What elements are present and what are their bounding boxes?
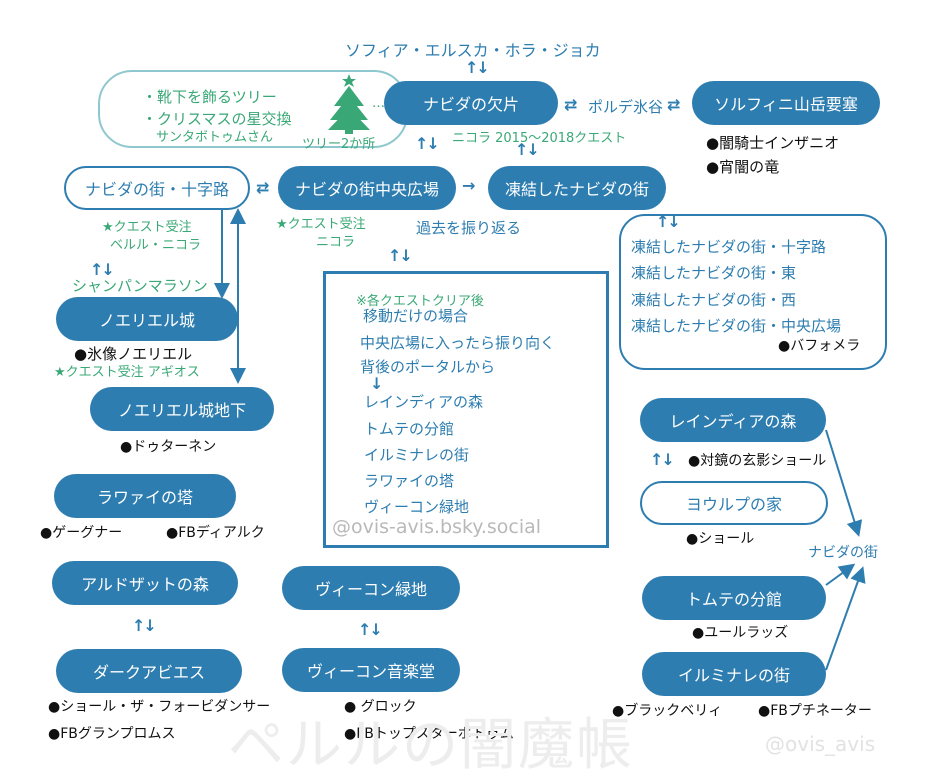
updown-arrow-7: ↑↓ xyxy=(132,616,157,635)
node-navida-crossroad[interactable]: ナビダの街・十字路 xyxy=(64,166,250,210)
turn-around-text: 中央広場に入ったら振り向く xyxy=(360,334,556,352)
right-arrow: → xyxy=(462,176,475,195)
boss-dusk-dragon: ●宵闇の竜 xyxy=(706,158,780,176)
quest-center-label: ★クエスト受注 xyxy=(276,217,366,232)
dest-3: ラワァイの塔 xyxy=(364,472,455,490)
look-back-label: 過去を振り返る xyxy=(416,219,522,237)
node-arudo-forest[interactable]: アルドザットの森 xyxy=(52,561,238,605)
porude-valley-label: ポルデ氷谷 xyxy=(588,98,664,116)
move-only-text: 移動だけの場合 xyxy=(363,307,469,325)
node-vikon-music-hall[interactable]: ヴィーコン音楽堂 xyxy=(282,648,460,692)
down-arrow: ↓ xyxy=(370,374,383,393)
node-rawai-tower[interactable]: ラワァイの塔 xyxy=(54,474,236,518)
updown-arrow: ↑↓ xyxy=(465,58,490,77)
node-reindeer-forest[interactable]: レインディアの森 xyxy=(640,398,826,442)
watermark-handle: @ovis_avis xyxy=(765,732,876,756)
node-yourupu-house[interactable]: ヨウルプの家 xyxy=(640,481,828,525)
node-tomute-branch[interactable]: トムテの分館 xyxy=(642,576,826,620)
dest-2: イルミナレの街 xyxy=(364,446,470,464)
updown-arrow-8: ↑↓ xyxy=(358,620,383,639)
tree-dots: … xyxy=(372,96,385,111)
boss-yule-lads: ●ユールラッズ xyxy=(692,625,789,641)
tree-stocking-text: ・靴下を飾るツリー xyxy=(142,88,277,106)
christmas-tree-icon xyxy=(328,74,370,134)
dest-0: レインディアの森 xyxy=(364,393,483,411)
leftright-arrow-2: ⇄ xyxy=(667,95,680,114)
updown-arrow-5: ↑↓ xyxy=(656,212,681,231)
tree-count-label: ツリー2か所 xyxy=(302,137,376,152)
node-noeriel-underground[interactable]: ノエリエル城地下 xyxy=(90,387,274,431)
boss-bafomera: ●バフォメラ xyxy=(778,338,861,354)
tree-santa-text: サンタボトゥムさん xyxy=(156,130,274,145)
navida-town-label: ナビダの街 xyxy=(808,545,878,561)
nicola-quest-label: ニコラ 2015～2018クエスト xyxy=(452,131,627,146)
node-noeriel-castle[interactable]: ノエリエル城 xyxy=(56,297,238,341)
boss-fb-topstar: ●FBトップスターボトゥム xyxy=(344,726,514,742)
boss-glock: ● グロック xyxy=(344,699,417,715)
boss-dotarnen: ●ドゥターネン xyxy=(120,439,217,455)
line-tomute-to-town xyxy=(825,563,856,586)
boss-ice-noeriel: ●氷像ノエリエル xyxy=(74,345,193,363)
after-quest-note: ※各クエストクリア後 xyxy=(356,294,484,309)
connector-lines xyxy=(214,208,866,671)
updown-arrow-3: ↑↓ xyxy=(515,140,540,159)
leftright-arrow: ⇄ xyxy=(564,95,577,114)
boss-shawl-forbidden: ●ショール・ザ・フォービダンサー xyxy=(48,699,271,715)
boss-fb-puchi: ●FBプチネーター xyxy=(758,703,872,719)
updown-arrow-9: ↑↓ xyxy=(650,450,675,469)
node-frozen-navida[interactable]: 凍結したナビダの街 xyxy=(488,166,666,210)
node-dark-abies[interactable]: ダークアビエス xyxy=(56,649,242,693)
boss-black-berry: ●ブラックベリィ xyxy=(612,703,723,719)
frozen-area-1: 凍結したナビダの街・東 xyxy=(631,264,797,282)
boss-fb-diaruk: ●FBディアルク xyxy=(166,525,265,541)
quest-left-npc: ベルル・ニコラ xyxy=(110,238,202,253)
quest-left-label: ★クエスト受注 xyxy=(102,220,192,235)
frozen-area-2: 凍結したナビダの街・西 xyxy=(631,291,797,309)
leftright-arrow-3: ⇄ xyxy=(256,178,269,197)
frozen-area-3: 凍結したナビダの街・中央広場 xyxy=(631,317,842,335)
boss-gegna: ●ゲーグナー xyxy=(40,525,123,541)
node-vikon-green[interactable]: ヴィーコン緑地 xyxy=(282,566,460,610)
dest-1: トムテの分館 xyxy=(364,420,455,438)
boss-fb-granprom: ●FBグランプロムス xyxy=(48,726,176,742)
quest-center-npc: ニコラ xyxy=(316,235,356,250)
updown-arrow-6: ↑↓ xyxy=(90,260,115,279)
updown-arrow-4: ↑↓ xyxy=(388,246,413,265)
boss-dark-knight: ●闇騎士インザニオ xyxy=(706,134,840,152)
node-iluminare[interactable]: イルミナレの街 xyxy=(642,652,826,696)
champagne-marathon-label: シャンパンマラソン xyxy=(72,277,208,295)
line-iluminare-to-town xyxy=(825,566,866,671)
node-navida-center[interactable]: ナビダの街中央広場 xyxy=(278,166,456,210)
tree-star-text: ・クリスマスの星交換 xyxy=(142,110,292,128)
top-characters: ソフィア・エルスカ・ホラ・ジョカ xyxy=(345,41,601,60)
watermark-bsky: @ovis-avis.bsky.social xyxy=(332,516,542,538)
boss-shawl: ●ショール xyxy=(686,531,755,547)
frozen-area-box xyxy=(619,214,887,370)
line-reindeer-to-town xyxy=(825,429,863,537)
node-sorufini-fortress[interactable]: ソルフィニ山岳要塞 xyxy=(692,81,880,125)
boss-mirror-shawl: ●対鏡の玄影ショール xyxy=(688,453,827,469)
after-quest-box xyxy=(323,271,609,548)
node-navida-fragment[interactable]: ナビダの欠片 xyxy=(384,81,558,125)
updown-arrow-2: ↑↓ xyxy=(415,134,440,153)
frozen-area-0: 凍結したナビダの街・十字路 xyxy=(631,238,827,256)
dest-4: ヴィーコン緑地 xyxy=(364,498,470,516)
quest-agios-label: ★クエスト受注 アギオス xyxy=(54,365,200,380)
back-portal-text: 背後のポータルから xyxy=(360,358,496,376)
watermark-title: ペルルの闇魔帳 xyxy=(228,713,634,778)
